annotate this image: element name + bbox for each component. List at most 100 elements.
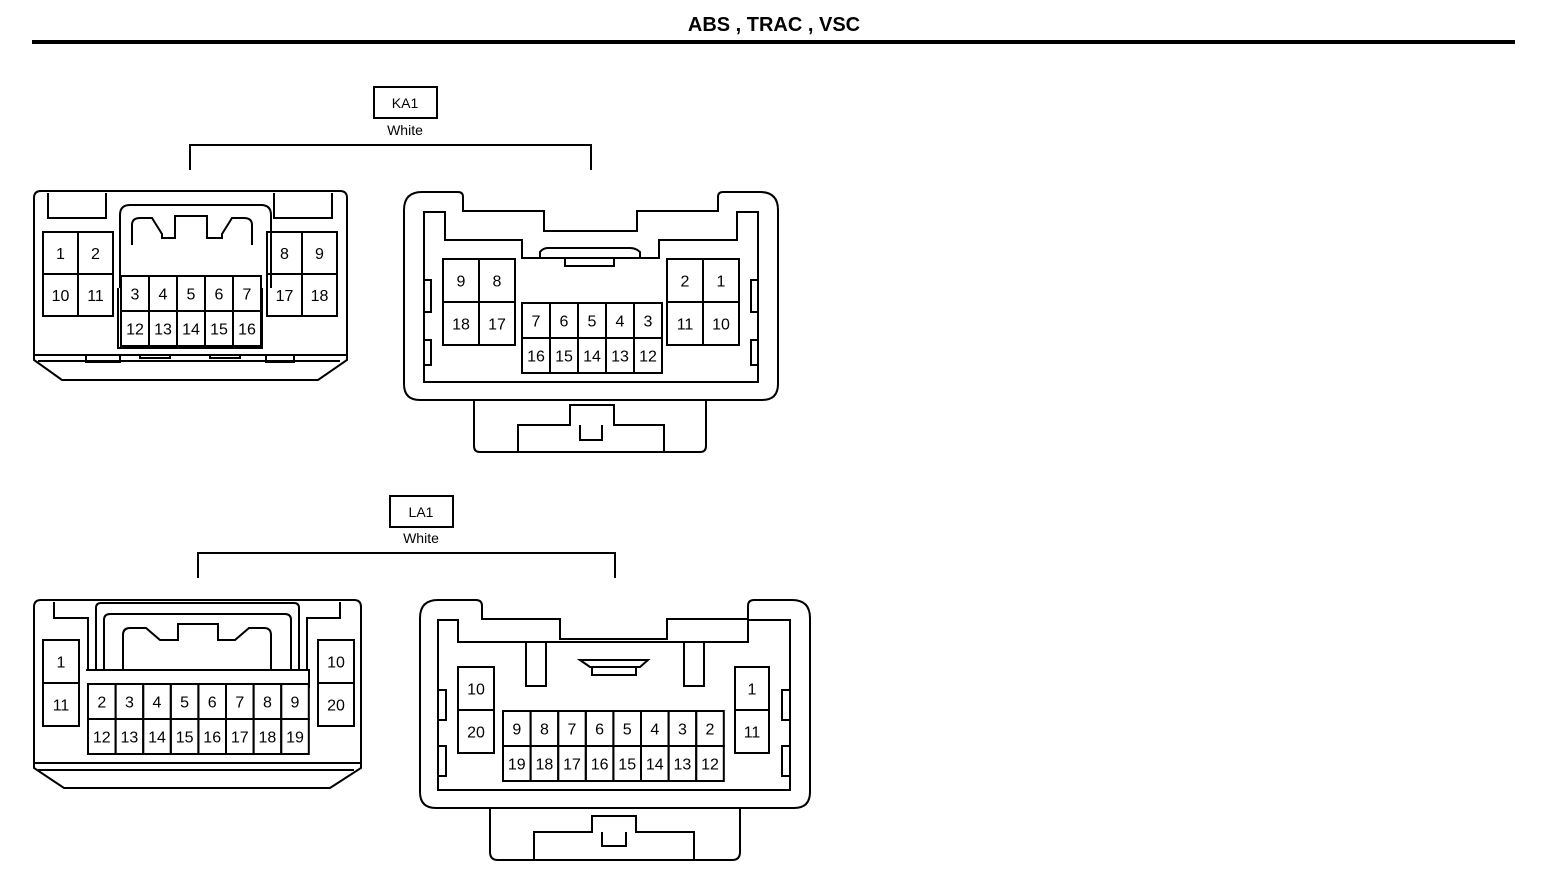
- pin-number: 17: [276, 288, 294, 305]
- pin-number: 6: [560, 314, 569, 331]
- bracket: [189, 144, 592, 170]
- pin-number: 19: [286, 730, 304, 747]
- pin-cell: 17: [478, 301, 516, 346]
- pin-cell-box: [695, 745, 725, 782]
- pin-number: 4: [650, 722, 659, 739]
- pin-number: 10: [327, 655, 345, 672]
- pin-cell: 3: [120, 275, 150, 312]
- pin-number: 16: [591, 757, 609, 774]
- pin-cell: 7: [557, 710, 587, 747]
- pin-cell: 18: [252, 718, 283, 755]
- pin-cell: 10: [317, 639, 355, 684]
- pin-cell: 13: [114, 718, 145, 755]
- pin-cell: 16: [197, 718, 227, 755]
- connector-code-label: KA1: [392, 95, 419, 111]
- pin-cell: 10: [42, 273, 79, 317]
- pin-number: 4: [153, 695, 162, 712]
- pin-cell: 9: [502, 710, 532, 747]
- connector-code-box: [389, 495, 454, 528]
- pin-number: 3: [644, 314, 653, 331]
- pin-cell: 18: [442, 301, 480, 346]
- pin-cell: 17: [557, 745, 587, 782]
- pin-cell: 14: [142, 718, 172, 755]
- pin-cell-box: [232, 310, 262, 347]
- pin-cell: 16: [232, 310, 262, 347]
- pin-cell: 2: [87, 683, 117, 720]
- pin-cell: 12: [87, 718, 117, 755]
- pin-cell-box: [317, 682, 355, 727]
- pin-cell: 15: [169, 718, 200, 755]
- pin-number: 14: [148, 730, 166, 747]
- pin-number: 12: [639, 349, 657, 366]
- pin-cell: 1: [42, 231, 79, 275]
- pin-cell-box: [301, 273, 338, 317]
- connector-color-label: White: [387, 122, 423, 138]
- pin-number: 18: [536, 757, 554, 774]
- pin-number: 5: [588, 314, 597, 331]
- connector-housing-left: [33, 599, 362, 789]
- pin-number: 18: [311, 288, 329, 305]
- pin-cell: 2: [77, 231, 114, 275]
- pin-cell: 7: [232, 275, 262, 312]
- pin-cell: 4: [142, 683, 172, 720]
- pin-cell: 7: [521, 302, 551, 339]
- pin-cell: 1: [702, 258, 740, 303]
- pin-number: 11: [87, 288, 104, 305]
- pin-number: 7: [235, 695, 244, 712]
- pin-number: 1: [57, 655, 66, 672]
- pin-number: 6: [208, 695, 217, 712]
- pin-number: 3: [125, 695, 134, 712]
- pin-number: 10: [52, 288, 70, 305]
- pin-number: 3: [678, 722, 687, 739]
- pin-cell: 19: [280, 718, 310, 755]
- pin-cell: 15: [204, 310, 234, 347]
- pin-number: 4: [616, 314, 625, 331]
- pin-number: 9: [457, 274, 466, 291]
- pin-cell: 8: [266, 231, 303, 275]
- pin-number: 15: [176, 730, 194, 747]
- pin-cell-box: [702, 301, 740, 346]
- pin-number: 20: [467, 725, 485, 742]
- connector-housing-left: [33, 190, 348, 381]
- pin-cell: 14: [176, 310, 206, 347]
- pin-number: 4: [159, 287, 168, 304]
- pin-cell: 12: [633, 337, 663, 374]
- pin-number: 19: [508, 757, 526, 774]
- pin-cell: 14: [577, 337, 607, 374]
- pin-number: 5: [180, 695, 189, 712]
- pin-cell: 19: [502, 745, 532, 782]
- pin-cell: 12: [695, 745, 725, 782]
- pin-number: 1: [748, 682, 757, 699]
- pin-cell: 20: [457, 709, 495, 754]
- pin-cell: 8: [529, 710, 560, 747]
- pin-cell: 11: [77, 273, 114, 317]
- pin-number: 13: [154, 322, 172, 339]
- pin-number: 6: [595, 722, 604, 739]
- pin-number: 2: [681, 274, 690, 291]
- pin-cell: 1: [734, 666, 770, 711]
- pin-cell: 9: [301, 231, 338, 275]
- pin-number: 9: [512, 722, 521, 739]
- pin-cell-box: [457, 709, 495, 754]
- pin-number: 7: [243, 287, 252, 304]
- pin-cell: 7: [225, 683, 255, 720]
- connector-code-box: [373, 86, 438, 119]
- pin-number: 17: [488, 317, 506, 334]
- pin-number: 13: [674, 757, 692, 774]
- pin-number: 16: [527, 349, 545, 366]
- pin-cell-box: [478, 301, 516, 346]
- pin-number: 11: [53, 698, 70, 715]
- pin-number: 5: [623, 722, 632, 739]
- pin-cell: 13: [667, 745, 698, 782]
- pin-cell: 15: [612, 745, 643, 782]
- bracket: [197, 552, 616, 578]
- pin-cell: 6: [204, 275, 234, 312]
- pin-cell: 16: [584, 745, 615, 782]
- pin-cell: 3: [114, 683, 145, 720]
- pin-number: 12: [93, 730, 111, 747]
- pin-number: 2: [91, 246, 100, 263]
